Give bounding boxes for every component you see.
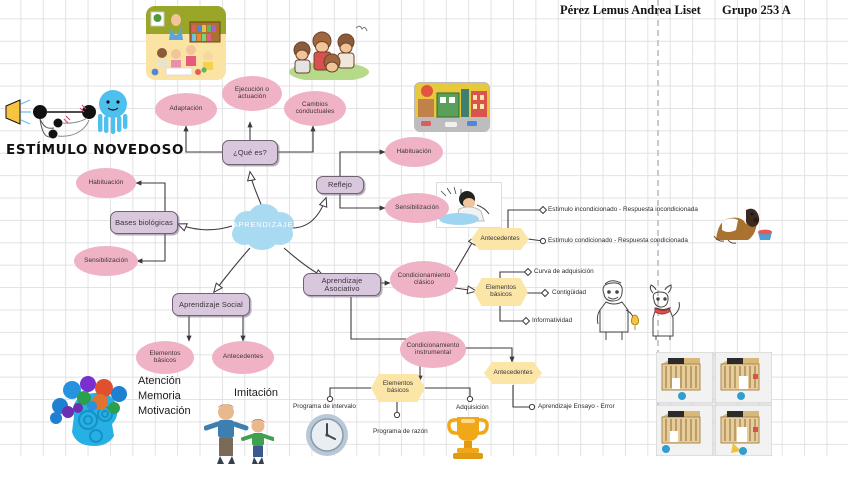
blue-brain-network-illustration: [48, 372, 144, 460]
node-sensibilizacion-bases[interactable]: Sensibilización: [74, 246, 138, 276]
annotation-atencion-memoria-motivacion: Atención Memoria Motivación: [138, 375, 191, 417]
leaf-adquisicion: Adquisición: [456, 404, 489, 411]
annotation-imitacion: Imitación: [234, 387, 279, 399]
gold-trophy-illustration: [444, 412, 492, 460]
classroom-children-illustration: [146, 6, 226, 80]
children-group-illustration: [288, 22, 370, 80]
node-condicionamiento-clasico[interactable]: Condicionamiento clásico: [390, 261, 458, 298]
central-node-label: APRENDIZAJE: [232, 220, 294, 229]
node-aprendizaje-asociativo[interactable]: Aprendizaje Asociativo: [303, 273, 381, 296]
node-adaptacion[interactable]: Adaptación: [155, 93, 217, 126]
node-ejecucion-o-actuacion[interactable]: Ejecución o actuación: [222, 76, 282, 111]
central-node-aprendizaje[interactable]: APRENDIZAJE: [228, 203, 298, 251]
dog-with-food-bowl-image: [708, 200, 772, 246]
blue-octopus-illustration: [96, 88, 130, 134]
wall-clock-illustration: [304, 412, 350, 458]
node-antecedentes-instrumental[interactable]: Antecedentes: [484, 362, 542, 384]
header-student-name: Pérez Lemus Andrea Liset: [560, 3, 701, 17]
leaf-estimulo-incondicionado: Estímulo incondicionado - Respuesta inco…: [548, 206, 698, 213]
leaf-programa-de-intervalo: Programa de intervalo: [293, 403, 356, 410]
node-sensibilizacion-reflejo[interactable]: Sensibilización: [385, 193, 449, 223]
colorful-street-scene-image: [414, 82, 490, 132]
leaf-programa-de-razon: Programa de razón: [373, 428, 428, 435]
node-aprendizaje-social[interactable]: Aprendizaje Social: [172, 293, 250, 316]
grid-footer-blank: [0, 456, 848, 477]
skinner-box-grid-image: [656, 352, 772, 456]
two-children-imitating-illustration: [204, 400, 274, 466]
leaf-contiguidad: Contigüidad: [552, 289, 587, 296]
node-bases-biologicas[interactable]: Bases biológicas: [110, 211, 178, 234]
leaf-estimulo-condicionado: Estímulo condicionado - Respuesta condic…: [548, 237, 688, 244]
page-break-line: [657, 0, 659, 456]
leaf-informatividad: Informatividad: [532, 317, 573, 324]
node-antecedentes-social[interactable]: Antecedentes: [212, 341, 274, 374]
node-elementos-basicos-instrumental[interactable]: Elementos básicos: [371, 374, 425, 402]
node-reflejo[interactable]: Reflejo: [316, 176, 364, 194]
node-elementos-basicos-clasico[interactable]: Elementos básicos: [474, 278, 528, 306]
pavlov-bell-and-dog-illustration: [592, 278, 684, 340]
node-habituacion-reflejo[interactable]: Habituación: [385, 137, 443, 167]
node-habituacion-bases[interactable]: Habituación: [76, 168, 136, 198]
node-condicionamiento-instrumental[interactable]: Condicionamiento instrumental: [400, 331, 466, 368]
node-elementos-basicos-social[interactable]: Elementos básicos: [136, 341, 194, 374]
neuron-habituation-diagram-image: [4, 92, 122, 140]
estimulo-novedoso-label: ESTÍMULO NOVEDOSO: [6, 142, 185, 158]
node-que-es[interactable]: ¿Qué es?: [222, 140, 278, 165]
leaf-curva-de-adquisicion: Curva de adquisición: [534, 268, 594, 275]
node-antecedentes-clasico[interactable]: Antecedentes: [471, 228, 529, 250]
leaf-aprendizaje-ensayo-error: Aprendizaje Ensayo - Error: [538, 403, 615, 410]
header-group: Grupo 253 A: [722, 3, 791, 17]
node-cambios-conductuales[interactable]: Cambios conductuales: [284, 91, 346, 126]
